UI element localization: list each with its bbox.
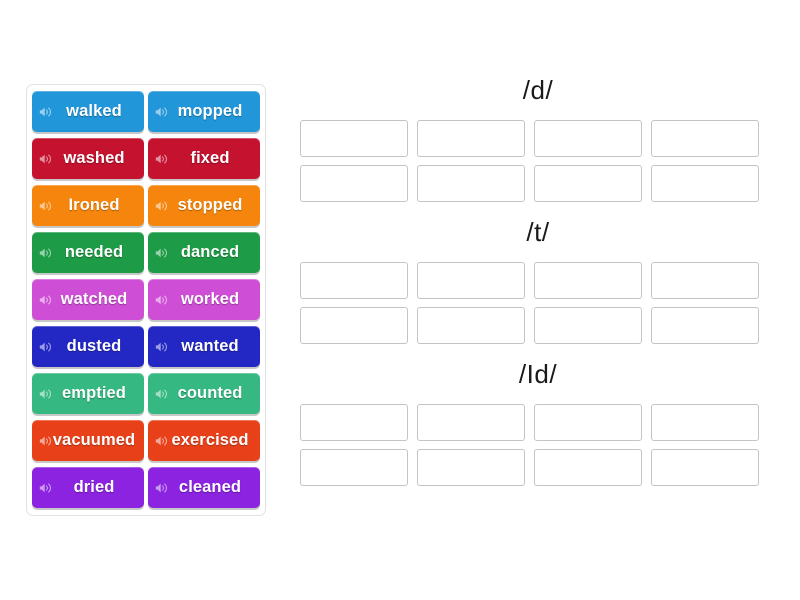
word-tile[interactable]: stopped bbox=[148, 185, 260, 226]
drop-slot[interactable] bbox=[300, 448, 408, 486]
category-list: /d/ /t/ /Id/ bbox=[300, 75, 776, 502]
drop-slot[interactable] bbox=[534, 403, 642, 441]
word-tile[interactable]: needed bbox=[32, 232, 144, 273]
speaker-icon[interactable] bbox=[39, 481, 52, 494]
drop-slot[interactable] bbox=[534, 448, 642, 486]
word-tile[interactable]: dusted bbox=[32, 326, 144, 367]
drop-slot[interactable] bbox=[651, 403, 759, 441]
word-tile-label: danced bbox=[180, 243, 240, 262]
word-tile-label: vacuumed bbox=[52, 431, 136, 450]
speaker-icon[interactable] bbox=[155, 387, 168, 400]
speaker-icon[interactable] bbox=[39, 199, 52, 212]
drop-slot[interactable] bbox=[417, 164, 525, 202]
drop-slot[interactable] bbox=[417, 306, 525, 344]
drop-slot[interactable] bbox=[417, 119, 525, 157]
word-tile[interactable]: worked bbox=[148, 279, 260, 320]
drop-slot[interactable] bbox=[651, 164, 759, 202]
speaker-icon[interactable] bbox=[155, 105, 168, 118]
word-tile[interactable]: Ironed bbox=[32, 185, 144, 226]
drop-slot[interactable] bbox=[300, 403, 408, 441]
word-tile[interactable]: counted bbox=[148, 373, 260, 414]
speaker-icon[interactable] bbox=[39, 340, 52, 353]
speaker-icon[interactable] bbox=[155, 434, 168, 447]
word-tile[interactable]: emptied bbox=[32, 373, 144, 414]
drop-slot[interactable] bbox=[300, 164, 408, 202]
word-tile[interactable]: exercised bbox=[148, 420, 260, 461]
category-group: /d/ bbox=[300, 75, 776, 202]
word-tile-label: wanted bbox=[181, 337, 239, 356]
word-tile-label: mopped bbox=[177, 102, 243, 121]
drop-slot[interactable] bbox=[417, 261, 525, 299]
speaker-icon[interactable] bbox=[155, 152, 168, 165]
drop-slot[interactable] bbox=[300, 119, 408, 157]
speaker-icon[interactable] bbox=[155, 293, 168, 306]
word-tile[interactable]: mopped bbox=[148, 91, 260, 132]
word-tile-label: dusted bbox=[66, 337, 122, 356]
speaker-icon[interactable] bbox=[155, 340, 168, 353]
speaker-icon[interactable] bbox=[39, 387, 52, 400]
speaker-icon[interactable] bbox=[39, 105, 52, 118]
speaker-icon[interactable] bbox=[39, 434, 52, 447]
drop-slot[interactable] bbox=[534, 119, 642, 157]
speaker-icon[interactable] bbox=[39, 246, 52, 259]
word-tile-label: stopped bbox=[177, 196, 243, 215]
drop-slot[interactable] bbox=[417, 403, 525, 441]
category-slot-grid bbox=[300, 403, 776, 486]
word-tile[interactable]: walked bbox=[32, 91, 144, 132]
word-tile-label: walked bbox=[66, 102, 122, 121]
word-tile[interactable]: washed bbox=[32, 138, 144, 179]
drop-slot[interactable] bbox=[300, 261, 408, 299]
category-slot-grid bbox=[300, 119, 776, 202]
word-tile[interactable]: fixed bbox=[148, 138, 260, 179]
drop-slot[interactable] bbox=[651, 261, 759, 299]
word-tile-label: emptied bbox=[62, 384, 126, 403]
speaker-icon[interactable] bbox=[155, 481, 168, 494]
category-group: /Id/ bbox=[300, 358, 776, 486]
word-tile[interactable]: cleaned bbox=[148, 467, 260, 508]
speaker-icon[interactable] bbox=[39, 152, 52, 165]
word-tile-label: watched bbox=[60, 290, 128, 309]
drop-slot[interactable] bbox=[651, 448, 759, 486]
word-tile-label: needed bbox=[64, 243, 124, 262]
category-group: /t/ bbox=[300, 216, 776, 344]
word-tile-label: worked bbox=[180, 290, 240, 309]
speaker-icon[interactable] bbox=[155, 246, 168, 259]
category-title: /t/ bbox=[526, 216, 550, 247]
drop-slot[interactable] bbox=[651, 119, 759, 157]
drop-slot[interactable] bbox=[417, 448, 525, 486]
word-tile-label: washed bbox=[63, 149, 125, 168]
word-tile[interactable]: vacuumed bbox=[32, 420, 144, 461]
drop-slot[interactable] bbox=[534, 306, 642, 344]
word-tile-label: fixed bbox=[190, 149, 230, 168]
word-tile[interactable]: danced bbox=[148, 232, 260, 273]
word-tile-label: counted bbox=[177, 384, 243, 403]
word-tile-label: Ironed bbox=[68, 196, 120, 215]
category-slot-grid bbox=[300, 261, 776, 344]
drop-slot[interactable] bbox=[651, 306, 759, 344]
speaker-icon[interactable] bbox=[39, 293, 52, 306]
category-title: /Id/ bbox=[518, 358, 558, 389]
word-tile[interactable]: dried bbox=[32, 467, 144, 508]
word-tile[interactable]: watched bbox=[32, 279, 144, 320]
word-tile-label: cleaned bbox=[178, 478, 242, 497]
speaker-icon[interactable] bbox=[155, 199, 168, 212]
drop-slot[interactable] bbox=[534, 261, 642, 299]
word-tile-label: dried bbox=[73, 478, 115, 497]
drop-slot[interactable] bbox=[534, 164, 642, 202]
category-title: /d/ bbox=[522, 75, 554, 105]
word-tile[interactable]: wanted bbox=[148, 326, 260, 367]
drop-slot[interactable] bbox=[300, 306, 408, 344]
word-tile-label: exercised bbox=[171, 431, 249, 450]
